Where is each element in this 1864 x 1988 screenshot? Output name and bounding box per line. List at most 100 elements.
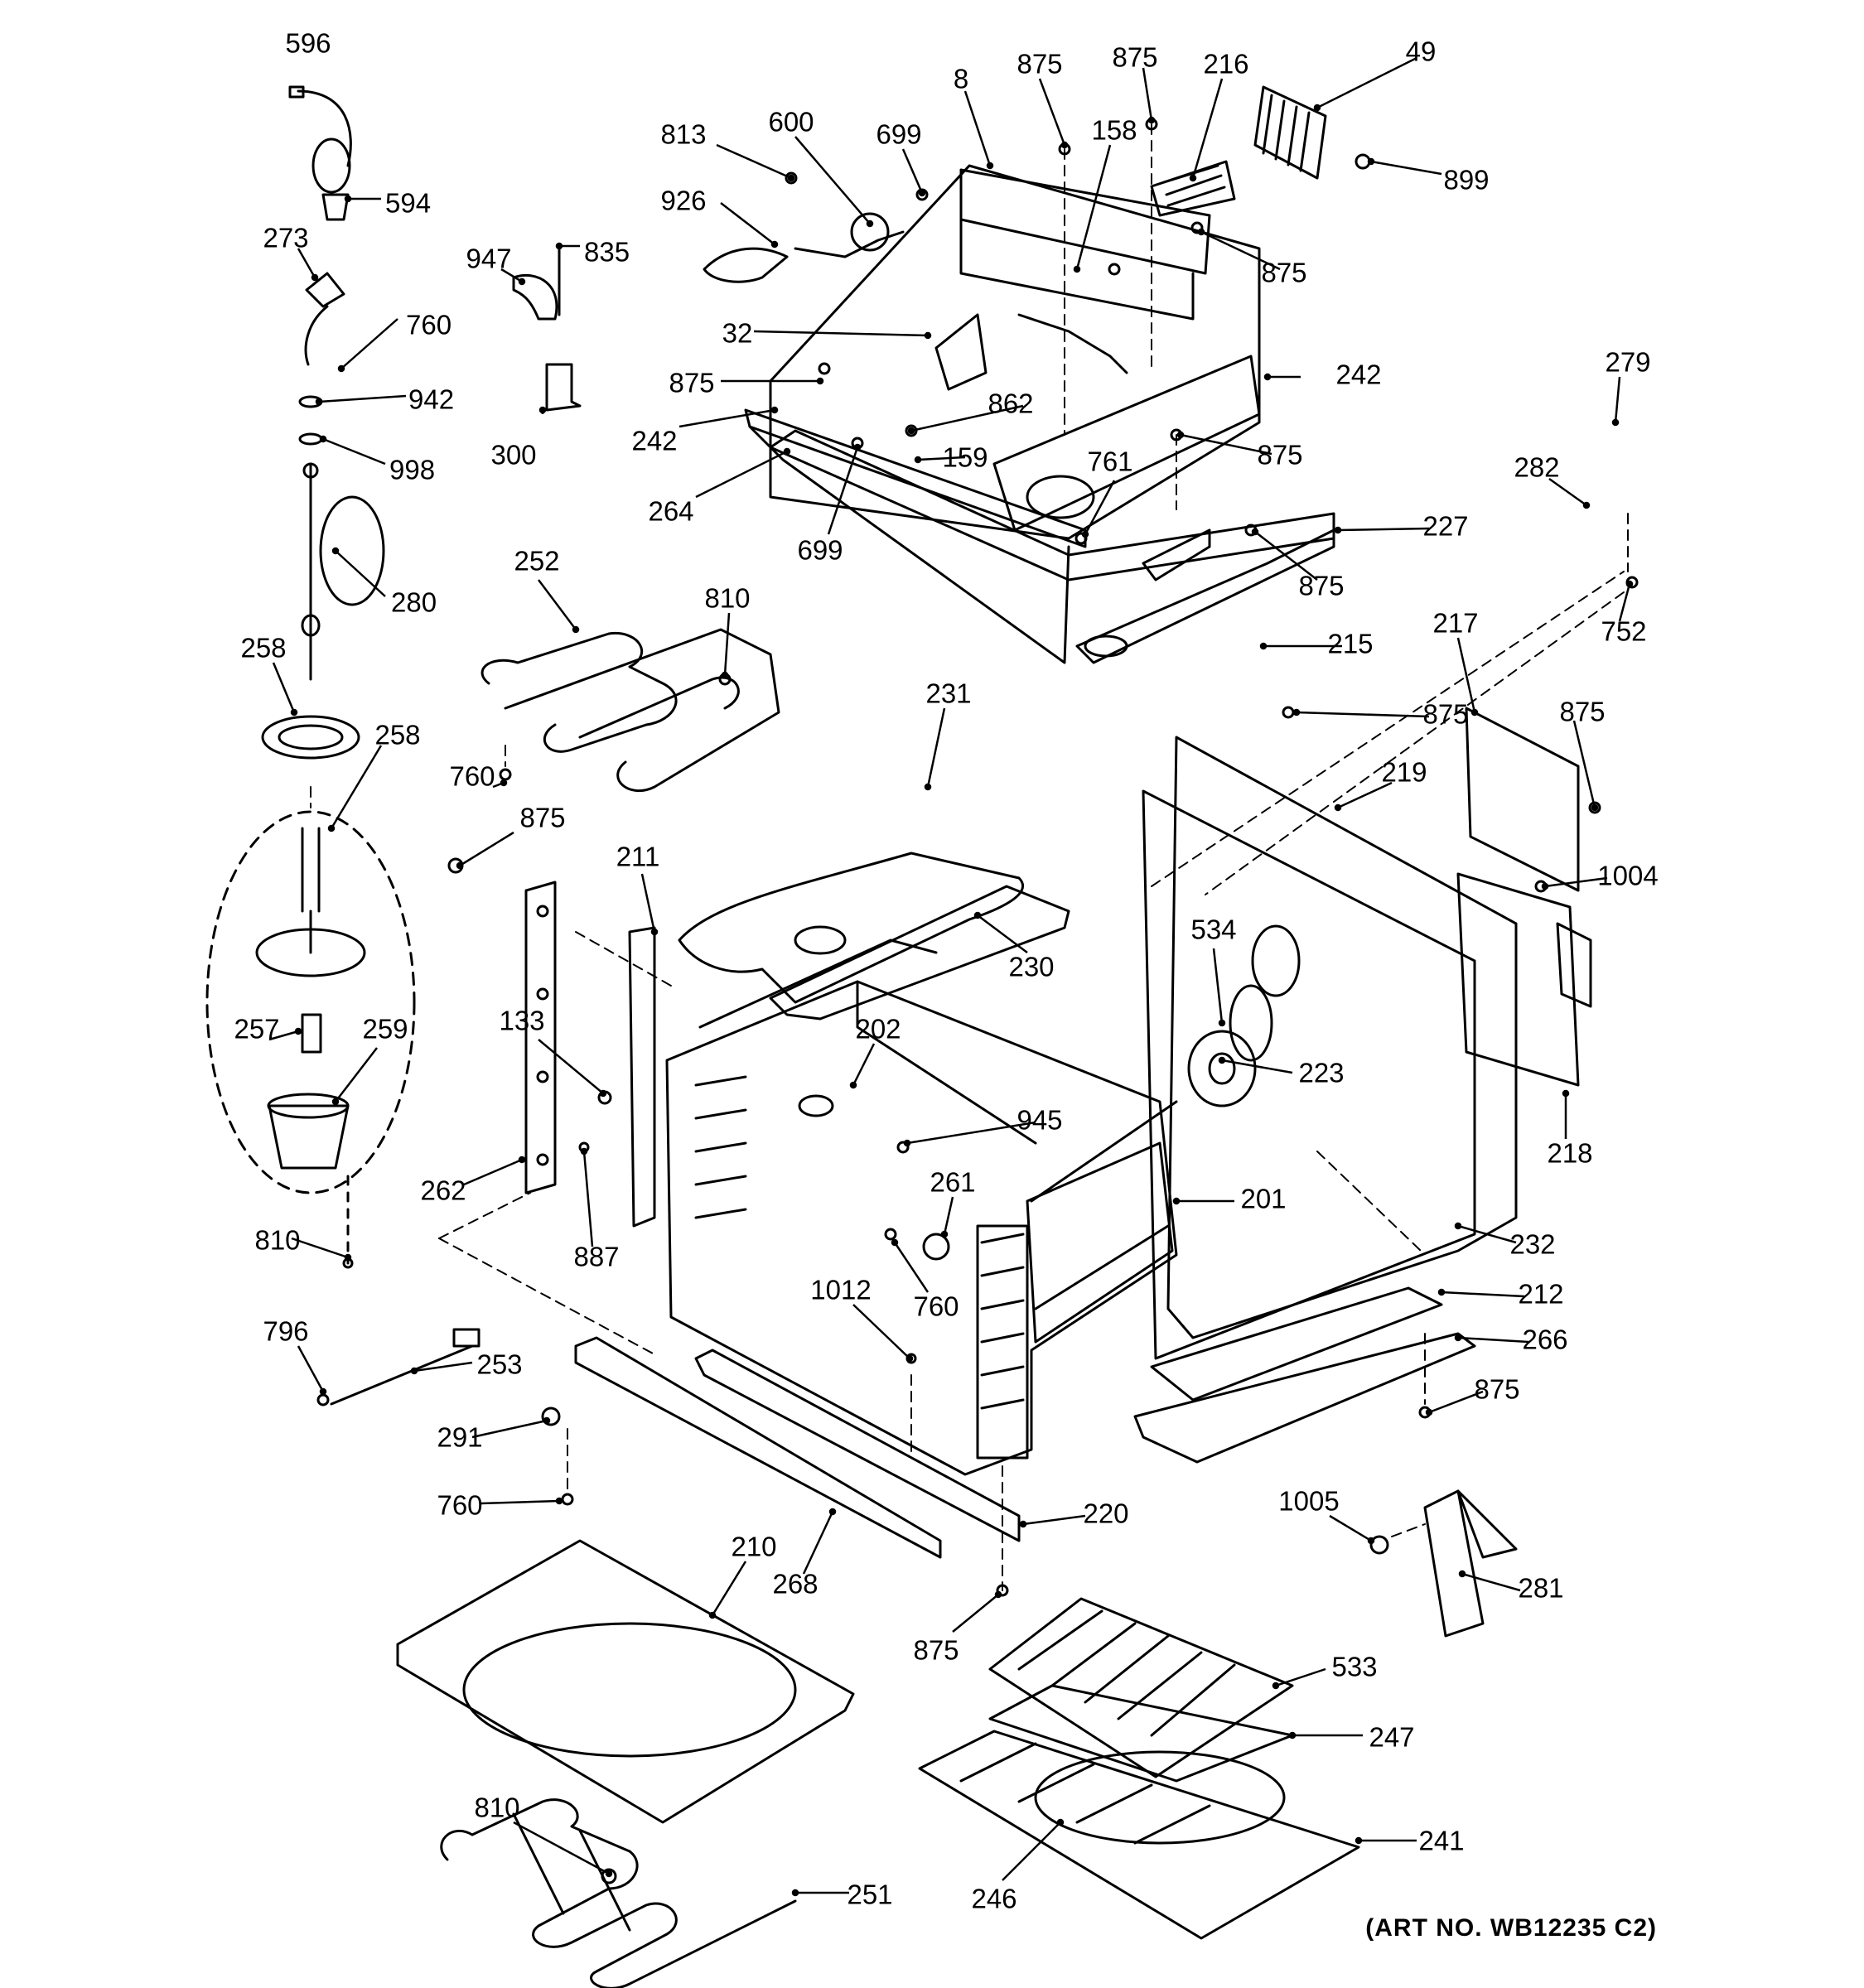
alignment-lines [310, 123, 1629, 1591]
part-number-callout: 261 [930, 1167, 975, 1198]
part-number-callout: 1005 [1278, 1486, 1339, 1517]
leader-arrowhead [518, 277, 526, 286]
leader-arrowhead [1611, 418, 1620, 427]
part-number-callout: 159 [942, 442, 988, 473]
leader-line [318, 394, 407, 403]
leader-arrowhead [650, 928, 659, 936]
part-number-callout: 212 [1518, 1279, 1563, 1310]
part-number-callout: 268 [772, 1569, 818, 1600]
part-number-callout: 242 [1335, 359, 1381, 390]
leader-line [1441, 1291, 1525, 1298]
leader-line [1180, 433, 1272, 456]
part-number-callout: 291 [437, 1422, 482, 1453]
leader-arrowhead [994, 1590, 1002, 1599]
part-number-callout: 259 [362, 1014, 408, 1045]
leader-line [1370, 160, 1442, 176]
part-number-callout: 8 [954, 64, 968, 94]
top-housing-assembly [703, 160, 1335, 664]
part-number-callout: 862 [988, 388, 1033, 419]
sensor-and-hinge [330, 1328, 1518, 1638]
part-number-callout: 942 [408, 384, 454, 415]
part-number-callout: 282 [1514, 452, 1559, 483]
leader-line [1457, 1224, 1517, 1244]
part-number-callout: 835 [584, 237, 630, 268]
leader-line [1221, 1059, 1293, 1074]
part-number-callout: 945 [1017, 1105, 1062, 1136]
part-number-callout: 926 [660, 186, 706, 216]
leader-line [1038, 78, 1066, 146]
insulation-blankets [678, 852, 1070, 1021]
side-brackets [1456, 707, 1592, 1087]
part-number-callout: 760 [406, 310, 452, 340]
leader-arrowhead [891, 1238, 899, 1247]
part-number-callout: 875 [913, 1635, 959, 1666]
vent-grille [1253, 85, 1327, 180]
leader-arrowhead [456, 861, 464, 870]
part-number-callout: 158 [1091, 115, 1137, 146]
leader-line [910, 404, 1024, 432]
leader-line [459, 831, 514, 867]
leader-line [1212, 948, 1224, 1024]
leader-line [1142, 67, 1153, 121]
leader-line [802, 1511, 834, 1575]
leader-arrowhead [787, 174, 795, 182]
leader-line [1544, 876, 1608, 888]
leader-arrowhead [1367, 157, 1375, 166]
leader-line [1456, 637, 1476, 713]
bracket-assembly [512, 243, 582, 412]
leader-line [1275, 1667, 1326, 1687]
leader-line [695, 450, 788, 499]
leader-line [720, 202, 775, 245]
part-number-callout: 533 [1331, 1652, 1377, 1682]
leader-arrowhead [580, 1147, 588, 1156]
leader-line [1002, 1822, 1061, 1881]
leader-line [977, 914, 1028, 953]
leader-arrowhead [518, 1156, 526, 1164]
leader-arrowhead [853, 443, 862, 451]
leader-arrowhead [555, 242, 563, 250]
leader-arrowhead [331, 1098, 340, 1106]
leader-arrowhead [770, 406, 779, 414]
leader-arrowhead [1313, 104, 1321, 112]
leader-line [1461, 1572, 1521, 1592]
leader-arrowhead [311, 273, 319, 282]
part-number-callout: 247 [1369, 1722, 1414, 1753]
leader-arrowhead [319, 435, 327, 443]
leader-line [852, 1043, 876, 1086]
leader-line [1254, 531, 1318, 581]
part-number-callout: 300 [490, 440, 536, 470]
leader-arrowhead [905, 1354, 914, 1363]
part-number-callout: 201 [1240, 1184, 1286, 1214]
leader-line [678, 408, 775, 428]
leader-line [272, 662, 296, 713]
leader-line [1316, 56, 1417, 109]
part-number-callout: 242 [631, 426, 677, 456]
part-number-callout: 875 [1112, 42, 1157, 73]
part-number-callout: 810 [704, 583, 750, 614]
leader-arrowhead [344, 195, 352, 203]
leader-line [538, 1039, 604, 1094]
leader-arrowhead [903, 1139, 911, 1147]
part-number-callout: 253 [476, 1349, 522, 1380]
leader-arrowhead [770, 240, 779, 248]
leader-line [952, 1594, 999, 1633]
leader-arrowhead [918, 189, 926, 197]
leader-arrowhead [1292, 708, 1301, 717]
leader-arrowhead [599, 1089, 607, 1098]
part-number-callout: 251 [847, 1879, 892, 1910]
leader-arrowhead [1425, 1408, 1433, 1416]
part-number-callout: 699 [797, 535, 843, 566]
leader-line [330, 745, 383, 829]
leader-arrowhead [1197, 228, 1205, 236]
part-number-callout: 280 [391, 587, 437, 618]
leader-line [1329, 1514, 1372, 1542]
part-number-callout: 875 [1257, 440, 1302, 470]
part-number-callout: 216 [1203, 49, 1248, 80]
leader-arrowhead [986, 162, 994, 170]
leader-arrowhead [816, 377, 824, 385]
leader-arrowhead [572, 625, 580, 634]
leader-line [297, 248, 316, 278]
leader-line [480, 1499, 560, 1505]
